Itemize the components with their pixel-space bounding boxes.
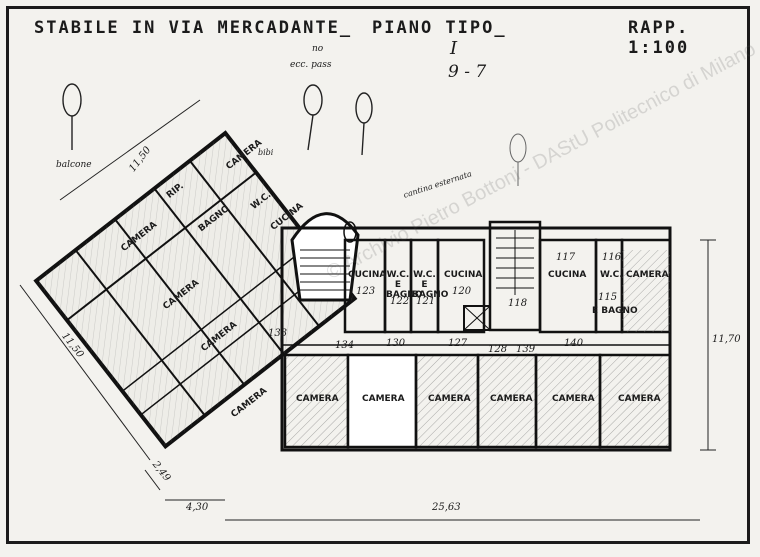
corridor-num-118: 118 — [508, 298, 528, 309]
room-wc-bagno-122: W.C. E BAGNO — [386, 270, 423, 300]
right-wing-outline — [280, 226, 672, 452]
room-bagno-115: E BAGNO — [592, 306, 638, 316]
room-cucina-117: CUCINA — [548, 270, 587, 280]
room-num-116: 116 — [602, 252, 622, 263]
dimension-lines — [19, 99, 716, 521]
top-note-1: no — [312, 44, 324, 54]
room-cucina-123: CUCINA — [348, 270, 387, 280]
dim-right-side: 11,70 — [712, 334, 741, 345]
corridor-num-128: 128 — [488, 344, 508, 355]
room-camera-top-right: CAMERA — [626, 270, 669, 280]
drawing-title: STABILE IN VIA MERCADANTE_ — [34, 18, 353, 38]
hatch-top-right — [622, 250, 670, 332]
floor-label: PIANO TIPO_ — [372, 18, 507, 38]
room-num-122: 122 — [390, 296, 410, 307]
room-cucina-120: CUCINA — [444, 270, 483, 280]
room-num-120: 120 — [452, 286, 472, 297]
room-camera-b3: CAMERA — [428, 394, 471, 404]
floors-range-note: 9 - 7 — [448, 62, 487, 82]
stair-tower-left — [290, 212, 360, 302]
top-note-2: ecc. pass — [290, 60, 332, 70]
tree-icon-4 — [509, 133, 527, 186]
tree-icon-3 — [355, 92, 373, 156]
room-camera-b6: CAMERA — [618, 394, 661, 404]
corridor-num-140: 140 — [564, 338, 584, 349]
corridor-num-134: 134 — [335, 340, 355, 351]
room-camera-b5: CAMERA — [552, 394, 595, 404]
room-num-121: 121 — [416, 296, 436, 307]
drawing-frame — [6, 6, 750, 544]
left-wing — [33, 130, 358, 450]
tree-icon-1 — [62, 83, 82, 150]
corridor-num-130: 130 — [386, 338, 406, 349]
room-camera-b4: CAMERA — [490, 394, 533, 404]
elevator-right — [463, 305, 491, 331]
stair-central — [496, 230, 534, 295]
room-camera-b2: CAMERA — [362, 394, 405, 404]
dim-bottom-total: 25,63 — [432, 502, 461, 513]
right-wing-bottom-row — [283, 353, 672, 449]
room-num-115: 115 — [598, 292, 618, 303]
tree-icon-2 — [303, 84, 323, 151]
floors-roman-note: I — [450, 38, 458, 59]
room-wc-bagno-121: W.C. E BAGNO — [412, 270, 449, 300]
balcony-note: balcone — [56, 160, 92, 170]
corridor-num-139: 139 — [516, 344, 536, 355]
room-camera-b1: CAMERA — [296, 394, 339, 404]
corridor-num-127: 127 — [448, 338, 468, 349]
room-num-123: 123 — [356, 286, 376, 297]
dim-bottom-left: 4,30 — [186, 502, 209, 513]
room-num-117: 117 — [556, 252, 576, 263]
room-wc-116: W.C. — [600, 270, 623, 280]
scale-label: RAPP. 1:100 — [628, 18, 690, 58]
garden-note: bibi — [258, 148, 274, 157]
corridor-num-133: 133 — [268, 328, 288, 339]
